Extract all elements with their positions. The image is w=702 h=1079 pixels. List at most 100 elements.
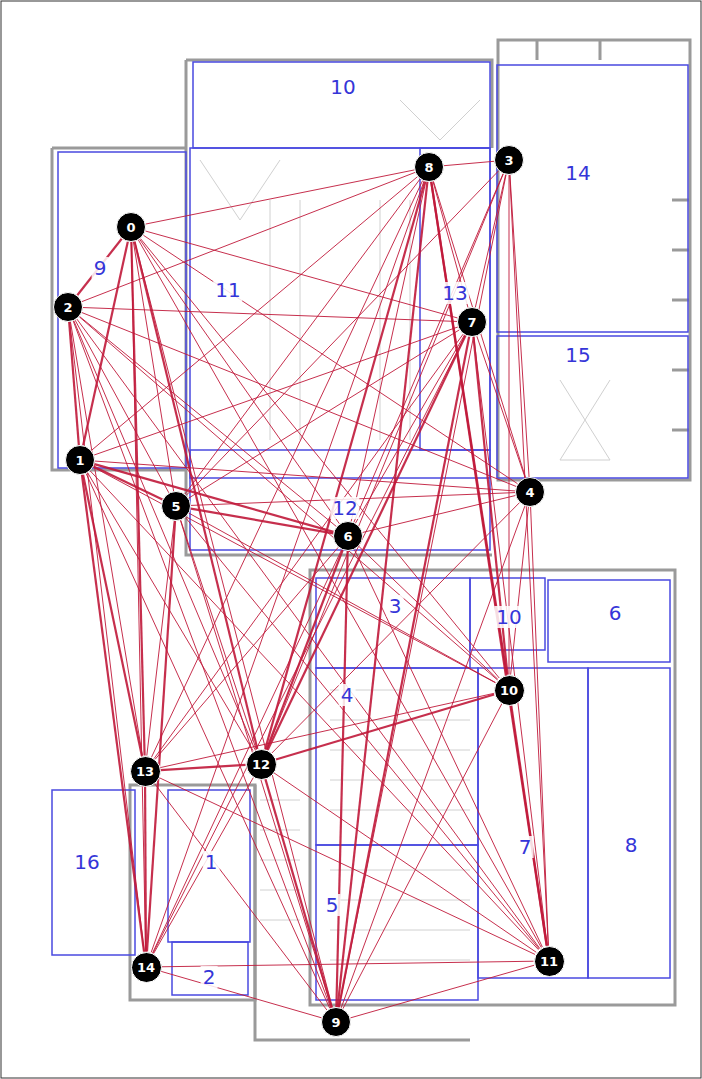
graph-edge: [70, 322, 142, 756]
graph-edge: [431, 182, 546, 946]
node-number: 6: [333, 529, 363, 544]
graph-edge: [140, 239, 340, 523]
graph-edge: [73, 321, 330, 1008]
room-number: 6: [607, 602, 624, 624]
room-number: 1: [203, 851, 220, 873]
node-number: 7: [457, 315, 487, 330]
graph-edge: [152, 181, 423, 757]
graph-edge: [144, 787, 147, 952]
node-number: 3: [494, 153, 524, 168]
graph-edge: [268, 336, 466, 750]
graph-edge: [350, 965, 534, 1018]
graph-edge: [159, 778, 535, 955]
node-disc: [162, 492, 191, 521]
graph-edge: [82, 172, 415, 301]
node-disc: [415, 153, 444, 182]
graph-edge: [82, 313, 516, 487]
graph-edge: [160, 765, 245, 770]
graph-edge: [70, 322, 144, 952]
graph-edge: [339, 175, 506, 1008]
room-number: 13: [440, 282, 469, 304]
node-disc: [458, 308, 487, 337]
graph-node: 0: [116, 212, 146, 242]
graph-edge: [185, 179, 420, 494]
graph-edge: [510, 175, 548, 946]
graph-edge: [274, 773, 536, 952]
graph-edge: [354, 550, 542, 947]
room-number: 12: [330, 497, 359, 519]
graph-edge: [475, 175, 505, 308]
room-number: 2: [201, 966, 218, 988]
graph-node: 2: [53, 292, 83, 322]
node-number: 12: [246, 757, 277, 772]
graph-edge: [82, 475, 144, 952]
graph-edge: [510, 175, 529, 477]
graph-edge: [147, 521, 174, 756]
node-number: 11: [534, 954, 565, 969]
node-disc: [130, 756, 160, 786]
graph-edge: [146, 170, 415, 224]
graph-edge: [154, 783, 327, 1010]
node-number: 2: [53, 300, 83, 315]
node-number: 0: [116, 220, 146, 235]
node-disc: [495, 146, 524, 175]
node-disc: [246, 749, 276, 779]
graph-edge: [160, 693, 494, 767]
room-number: 10: [494, 606, 523, 628]
graph-edge: [131, 242, 145, 952]
node-disc: [66, 446, 95, 475]
graph-edge: [83, 242, 128, 446]
graph-edge: [95, 461, 515, 491]
room-number: 7: [517, 836, 534, 858]
graph-node: 14: [131, 952, 162, 983]
node-number: 1: [65, 453, 95, 468]
graph-edge: [94, 466, 163, 499]
node-disc: [494, 675, 524, 705]
room-number: 8: [623, 834, 640, 856]
graph-edge: [511, 705, 546, 945]
graph-node: 8: [414, 152, 444, 182]
graph-node: 7: [457, 307, 487, 337]
node-disc: [516, 478, 545, 507]
graph-edge: [94, 327, 458, 455]
graph-edge: [189, 513, 495, 682]
graph-edge: [90, 471, 538, 950]
node-number: 13: [130, 764, 161, 779]
room-number: 15: [563, 344, 592, 366]
node-disc: [334, 522, 363, 551]
graph-node: 6: [333, 521, 363, 551]
graph-edge: [151, 181, 424, 952]
graph-node: 9: [321, 1007, 351, 1037]
room-number: 16: [72, 851, 101, 873]
room-number: 5: [324, 894, 341, 916]
node-number: 4: [515, 485, 545, 500]
graph-node: 12: [246, 749, 277, 780]
node-disc: [322, 1008, 351, 1037]
graph-node: 1: [65, 445, 95, 475]
graph-edge: [351, 182, 426, 522]
graph-node: 13: [130, 756, 161, 787]
room-number: 3: [387, 595, 404, 617]
graph-edge: [474, 337, 547, 946]
graph-edge: [511, 507, 529, 675]
node-number: 5: [161, 499, 191, 514]
graph-edge: [444, 161, 494, 165]
graph-edge: [477, 336, 525, 478]
node-number: 8: [414, 160, 444, 175]
graph-edge: [276, 694, 494, 759]
walls: [52, 40, 690, 1040]
plan-details: [200, 100, 610, 960]
graph-edge: [77, 239, 121, 295]
graph-edge: [338, 182, 428, 1007]
graph-edge: [86, 474, 330, 1009]
graph-node: 3: [494, 145, 524, 175]
graph-node: 10: [494, 675, 525, 706]
node-number: 9: [321, 1015, 351, 1030]
graph-node: 4: [515, 477, 545, 507]
graph-edge: [80, 316, 337, 526]
room-number: 10: [328, 76, 357, 98]
room-number: 11: [213, 279, 242, 301]
graph-edge: [79, 317, 497, 680]
